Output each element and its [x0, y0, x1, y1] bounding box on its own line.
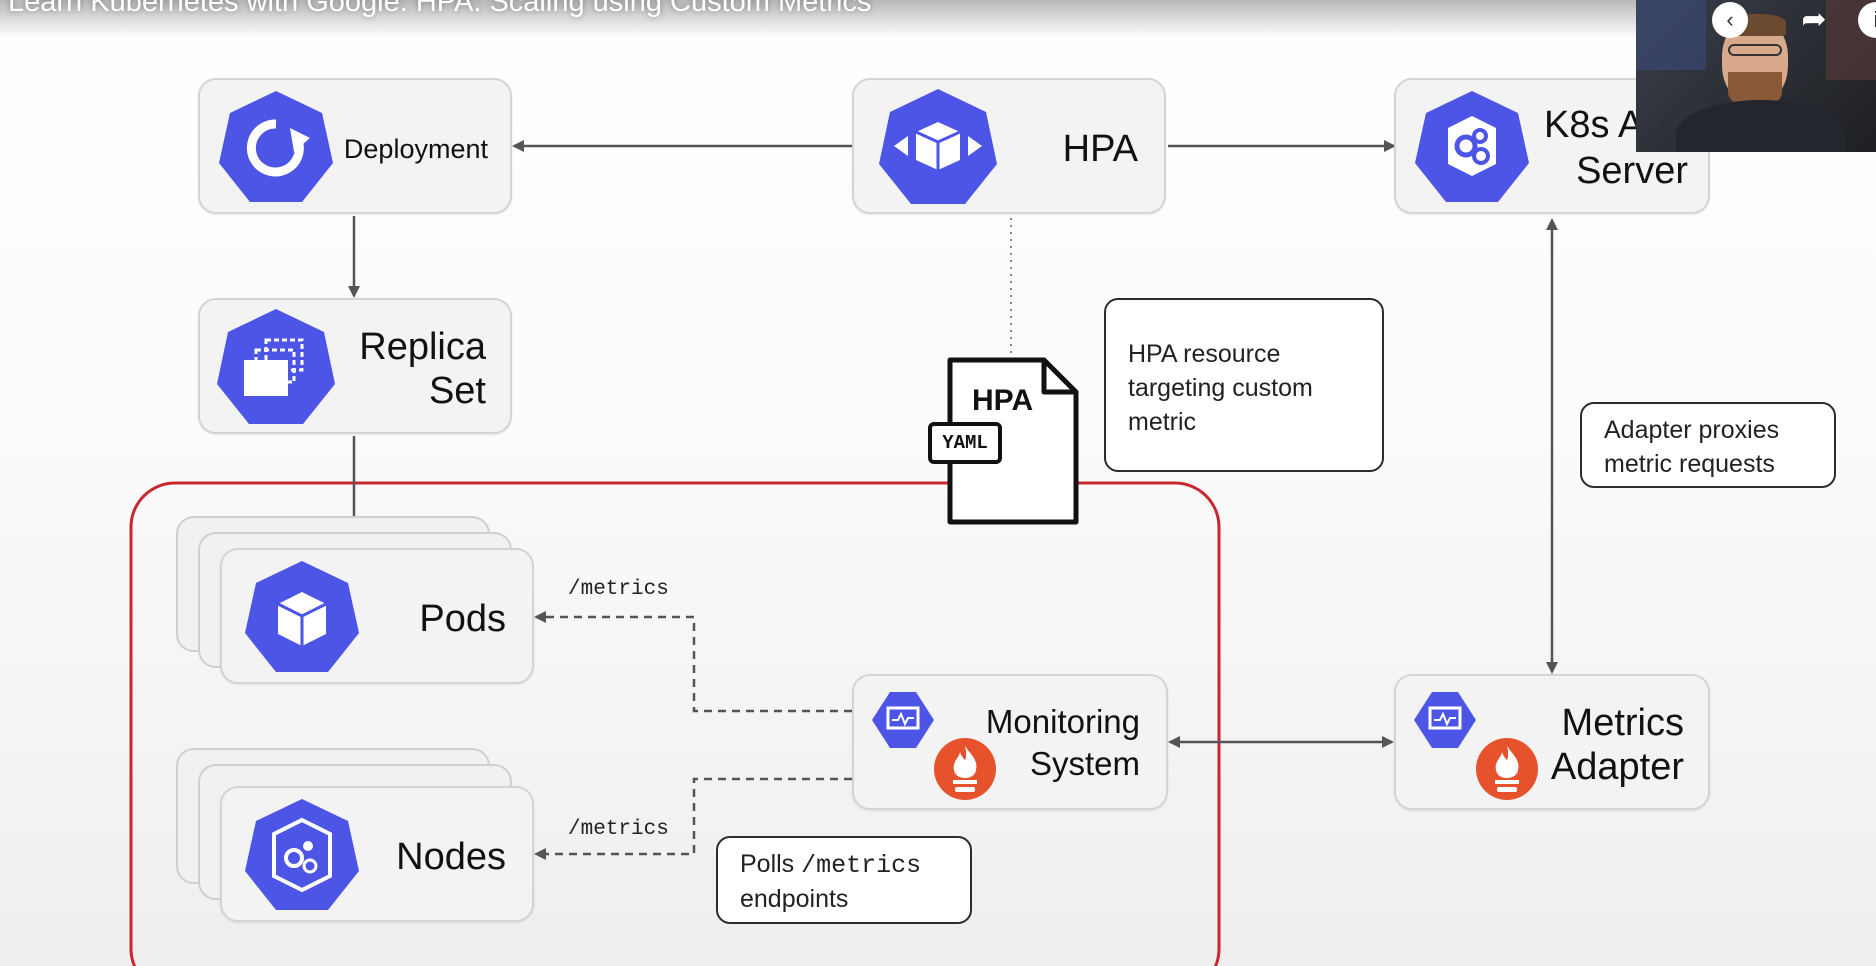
adapter-prometheus-icon [1476, 738, 1538, 800]
hpa-resource-note: HPA resource targeting custom metric [1104, 298, 1384, 472]
webcam-shelf-left [1636, 0, 1706, 70]
presenter-shoulders [1676, 100, 1846, 152]
info-icon[interactable]: i [1858, 2, 1876, 38]
nodes-node[interactable]: Nodes [220, 786, 534, 922]
adapter-proxies-note-line1: Adapter proxies [1604, 416, 1780, 444]
nodes-label: Nodes [396, 836, 506, 878]
monitoring-screen-icon [872, 692, 934, 748]
hpa-cube-arrows-icon [879, 89, 997, 204]
polls-note-line2: endpoints [740, 884, 849, 913]
title-overlay [0, 0, 1876, 38]
monitoring-label-line1: Monitoring [985, 703, 1140, 740]
document-icon [947, 357, 1079, 525]
replica-set-label-line1: Replica [359, 326, 486, 368]
replica-set-node[interactable]: Replica Set [198, 298, 512, 434]
video-title[interactable]: Learn Kubernetes with Google: HPA: Scali… [8, 0, 872, 18]
monitoring-system-node[interactable]: Monitoring System [852, 674, 1168, 810]
yaml-tag: YAML [928, 422, 1002, 464]
deployment-node[interactable]: Deployment [198, 78, 512, 214]
share-icon[interactable]: ➦ [1801, 3, 1827, 36]
adapter-monitoring-icon [1414, 692, 1476, 748]
polls-note-path: /metrics [801, 851, 922, 880]
monitoring-label-line2: System [1029, 745, 1140, 782]
pods-label: Pods [419, 598, 506, 640]
hpa-yaml-document[interactable]: HPA YAML [920, 356, 1082, 528]
metrics-adapter-node[interactable]: Metrics Adapter [1394, 674, 1710, 810]
api-server-gears-icon [1415, 91, 1529, 202]
replica-set-label-line2: Set [428, 370, 486, 412]
hpa-label: HPA [1062, 128, 1138, 170]
metrics-adapter-label-line2: Adapter [1550, 746, 1684, 788]
adapter-proxies-note: Adapter proxies metric requests [1580, 402, 1836, 488]
hpa-resource-note-line1: HPA resource [1128, 340, 1281, 368]
deployment-cycle-icon [219, 91, 333, 202]
yaml-doc-title: HPA [972, 384, 1034, 417]
nodes-metrics-edge-label: /metrics [568, 818, 669, 841]
hpa-resource-note-line3: metric [1128, 407, 1197, 436]
replica-set-stack-icon [217, 309, 335, 424]
polls-metrics-note: Polls /metrics endpoints [716, 836, 972, 924]
pods-node[interactable]: Pods [220, 548, 534, 684]
dashed-monitoring-to-pods [534, 611, 852, 713]
hpa-resource-note-line2: targeting custom [1128, 373, 1313, 402]
adapter-proxies-note-line2: metric requests [1604, 449, 1775, 478]
deployment-label: Deployment [343, 134, 488, 164]
dashed-monitoring-to-nodes [534, 777, 852, 860]
node-gears-icon [245, 799, 359, 910]
prometheus-flame-icon [934, 738, 996, 800]
pods-metrics-edge-label: /metrics [568, 578, 669, 601]
k8s-api-label-line1: K8s A [1544, 104, 1644, 146]
presenter-glasses [1728, 44, 1782, 56]
back-control-icon[interactable]: ‹ [1712, 2, 1748, 38]
polls-note-prefix: Polls [740, 850, 802, 878]
k8s-api-label-line2: Server [1576, 150, 1688, 192]
presenter-webcam: ‹ ➦ i [1636, 0, 1876, 152]
pod-cube-icon [245, 561, 359, 672]
metrics-adapter-label-line1: Metrics [1561, 702, 1684, 744]
polls-note-line1: Polls /metrics [740, 848, 948, 883]
hpa-node[interactable]: HPA [852, 78, 1166, 214]
